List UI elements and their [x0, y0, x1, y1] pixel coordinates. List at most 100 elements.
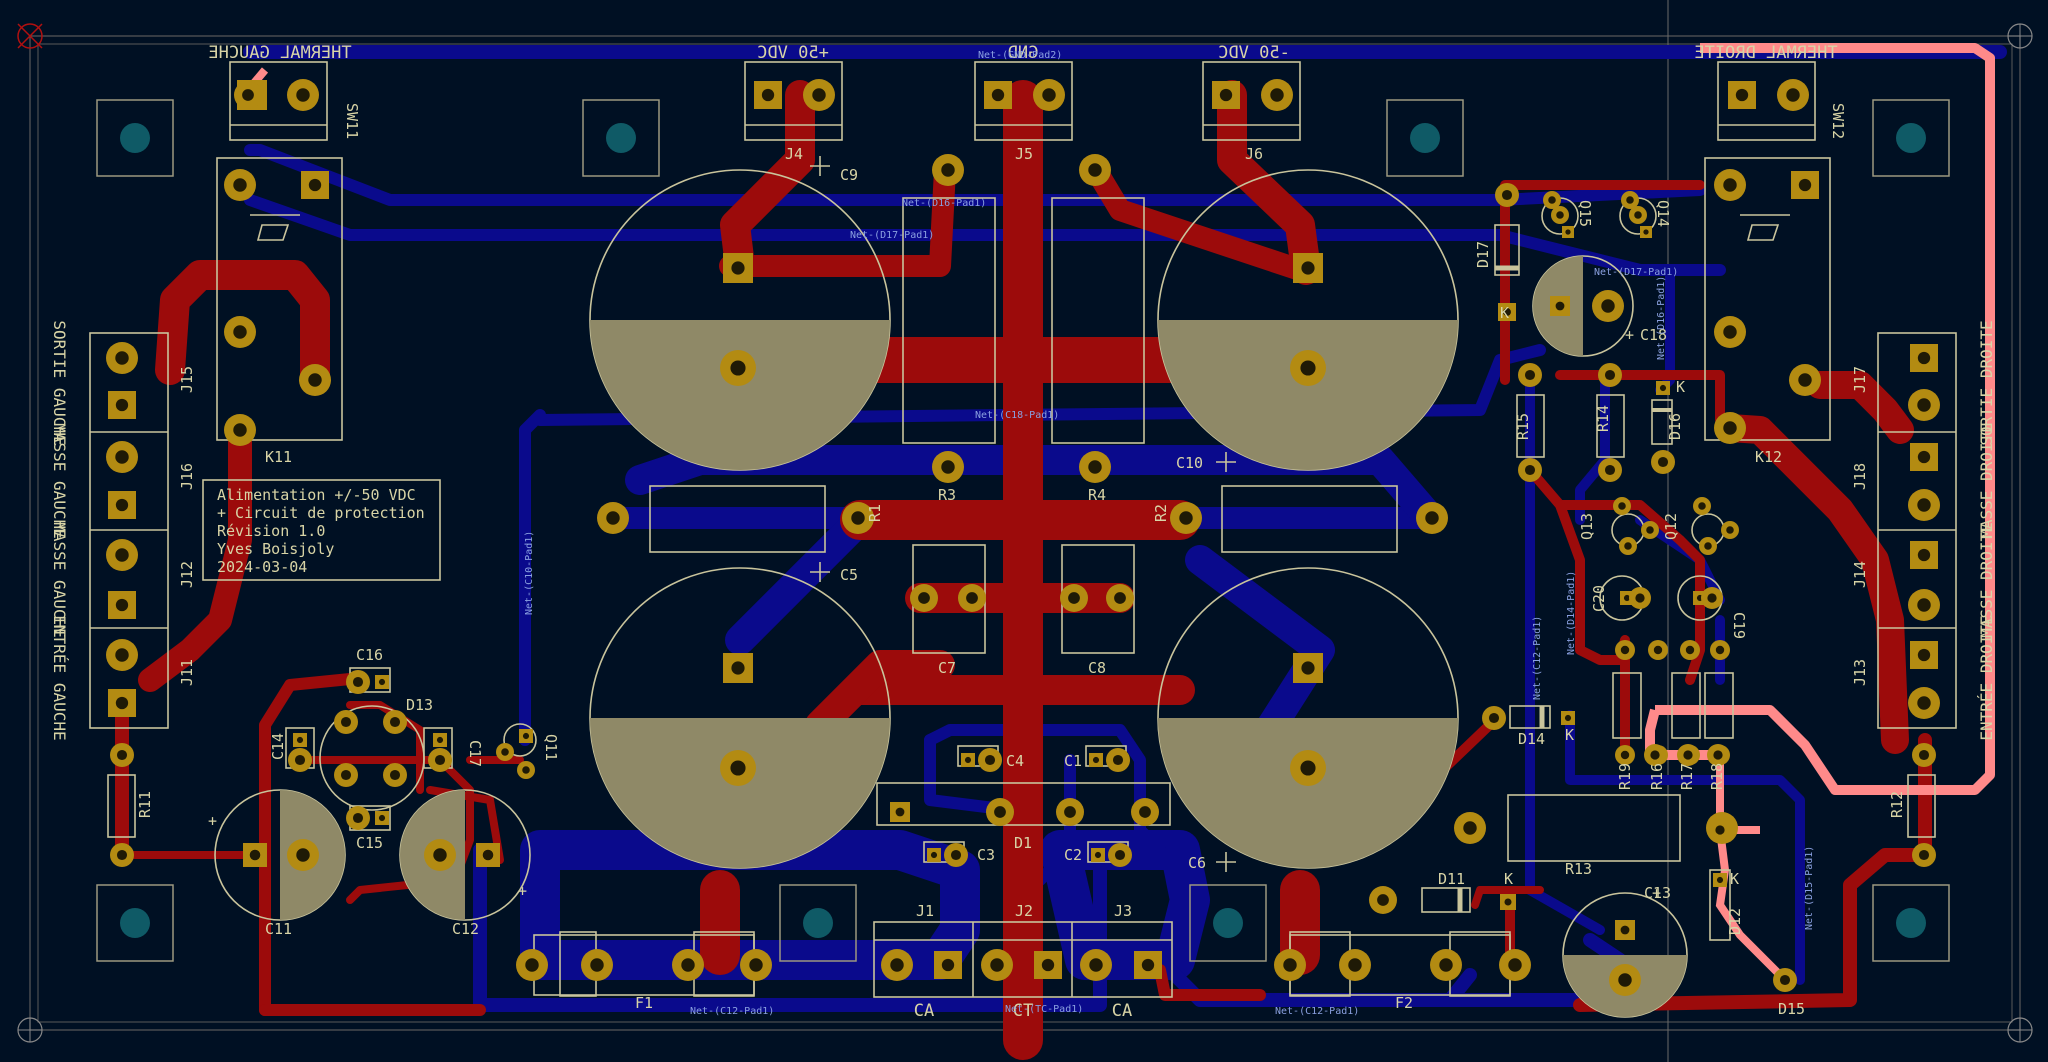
drill-hole: [1348, 958, 1362, 972]
front-copper-layer: [115, 80, 1932, 1060]
drill-hole: [1620, 645, 1630, 655]
drill-hole: [115, 648, 129, 662]
ref-k-d16: K: [1676, 378, 1685, 396]
ref-k12: K12: [1755, 448, 1782, 466]
label-plus50: +50 VDC: [757, 43, 829, 63]
ref-d15: D15: [1778, 1000, 1805, 1018]
ref-r15: R15: [1514, 413, 1532, 440]
drill-hole: [1139, 806, 1151, 818]
ref-k11: K11: [265, 448, 292, 466]
title-line-1: Alimentation +/-50 VDC: [217, 486, 416, 504]
ref-r4: R4: [1088, 486, 1106, 504]
drill-hole: [1917, 696, 1931, 710]
ref-r16: R16: [1648, 763, 1666, 790]
label-masse-droite-2: MASSE DROITE: [1977, 522, 1996, 638]
ref-j4: J4: [785, 145, 803, 163]
drill-hole: [984, 754, 996, 766]
polarity-c12: +: [518, 882, 527, 900]
ref-c20: C20: [1590, 585, 1608, 612]
drill-hole: [294, 754, 306, 766]
label-ca-1: CA: [914, 1001, 934, 1021]
net-gnd-pad2: Net-(GND-Pad2): [978, 50, 1062, 61]
drill-hole: [1088, 460, 1102, 474]
ref-d12: D12: [1726, 908, 1744, 935]
drill-hole: [296, 848, 310, 862]
drill-hole: [1786, 88, 1800, 102]
ref-k-d17: K: [1500, 304, 1509, 322]
ref-c1: C1: [1064, 752, 1082, 770]
label-minus50: -50 VDC: [1218, 43, 1290, 63]
drill-hole: [964, 756, 972, 764]
ref-q15: Q15: [1576, 200, 1594, 227]
label-thermal-gauche: THERMAL GAUCHE: [208, 43, 351, 63]
drill-hole: [1646, 526, 1654, 534]
net-c18: Net-(C18-Pad1): [975, 410, 1059, 421]
label-sortie-droite: SORTIE DROITE: [1977, 320, 1996, 445]
drill-hole: [1556, 211, 1564, 219]
drill-hole: [1723, 421, 1737, 435]
net-labels: Net-(GND-Pad2) Net-(D16-Pad1) Net-(D17-P…: [524, 50, 1815, 1017]
drill-hole: [522, 766, 530, 774]
drill-hole: [1735, 88, 1749, 102]
drill-hole: [1064, 806, 1076, 818]
drill-hole: [1488, 712, 1500, 724]
drill-hole: [1301, 261, 1315, 275]
ref-r17: R17: [1678, 763, 1696, 790]
drill-hole: [1917, 548, 1931, 562]
drill-hole: [115, 548, 129, 562]
drill-hole: [941, 958, 955, 972]
drill-hole: [994, 806, 1006, 818]
drill-hole: [730, 760, 746, 776]
drill-hole: [115, 598, 129, 612]
ref-j5: J5: [1015, 145, 1033, 163]
drill-hole: [233, 178, 247, 192]
silkscreen-text: THERMAL GAUCHE THERMAL DROITE +50 VDC GN…: [50, 43, 1996, 1021]
drill-hole: [233, 325, 247, 339]
origin-marker: [17, 23, 43, 49]
capacitor-negative-marking: [1158, 320, 1458, 470]
drill-hole: [1141, 958, 1155, 972]
ref-r12: R12: [1888, 791, 1906, 818]
label-ca-2: CA: [1112, 1001, 1132, 1021]
ref-j2: J2: [1015, 902, 1033, 920]
drill-hole: [941, 163, 955, 177]
net-d16-top: Net-(D16-Pad1): [902, 198, 986, 209]
ref-sw12: SW12: [1829, 103, 1847, 139]
capacitor-negative-marking: [1158, 718, 1458, 868]
drill-hole: [1917, 498, 1931, 512]
drill-hole: [1683, 750, 1693, 760]
drill-hole: [378, 678, 386, 686]
ref-c13: C13: [1644, 884, 1671, 902]
drill-hole: [1635, 593, 1645, 603]
drill-hole: [1713, 750, 1723, 760]
ref-q11: Q11: [542, 734, 560, 761]
ref-j17: J17: [1851, 366, 1869, 393]
net-d14: Net-(D14-Pad1): [1566, 571, 1577, 655]
ref-q14: Q14: [1654, 200, 1672, 227]
pads[interactable]: [106, 79, 1940, 1017]
drill-hole: [1650, 750, 1660, 760]
drill-hole: [895, 807, 905, 817]
drill-hole: [1726, 526, 1734, 534]
drill-hole: [1524, 369, 1536, 381]
drill-hole: [1723, 178, 1737, 192]
drill-hole: [1604, 464, 1616, 476]
drill-hole: [1634, 211, 1642, 219]
drill-hole: [1918, 849, 1930, 861]
drill-hole: [1704, 542, 1712, 550]
polarity-c11: +: [208, 812, 217, 830]
drill-hole: [991, 88, 1005, 102]
drill-hole: [1425, 511, 1439, 525]
drill-hole: [1503, 308, 1511, 316]
ref-d17: D17: [1474, 241, 1492, 268]
ref-q12: Q12: [1662, 513, 1680, 540]
ref-sw11: SW11: [343, 103, 361, 139]
drill-hole: [950, 849, 962, 861]
drill-hole: [966, 592, 978, 604]
ref-k-d14: K: [1565, 726, 1574, 744]
ref-f1: F1: [635, 994, 653, 1012]
label-masse-gauche-2: MASSE GAUCHE: [50, 522, 69, 638]
label-gnd: GND: [1008, 43, 1039, 63]
drill-hole: [1779, 974, 1791, 986]
